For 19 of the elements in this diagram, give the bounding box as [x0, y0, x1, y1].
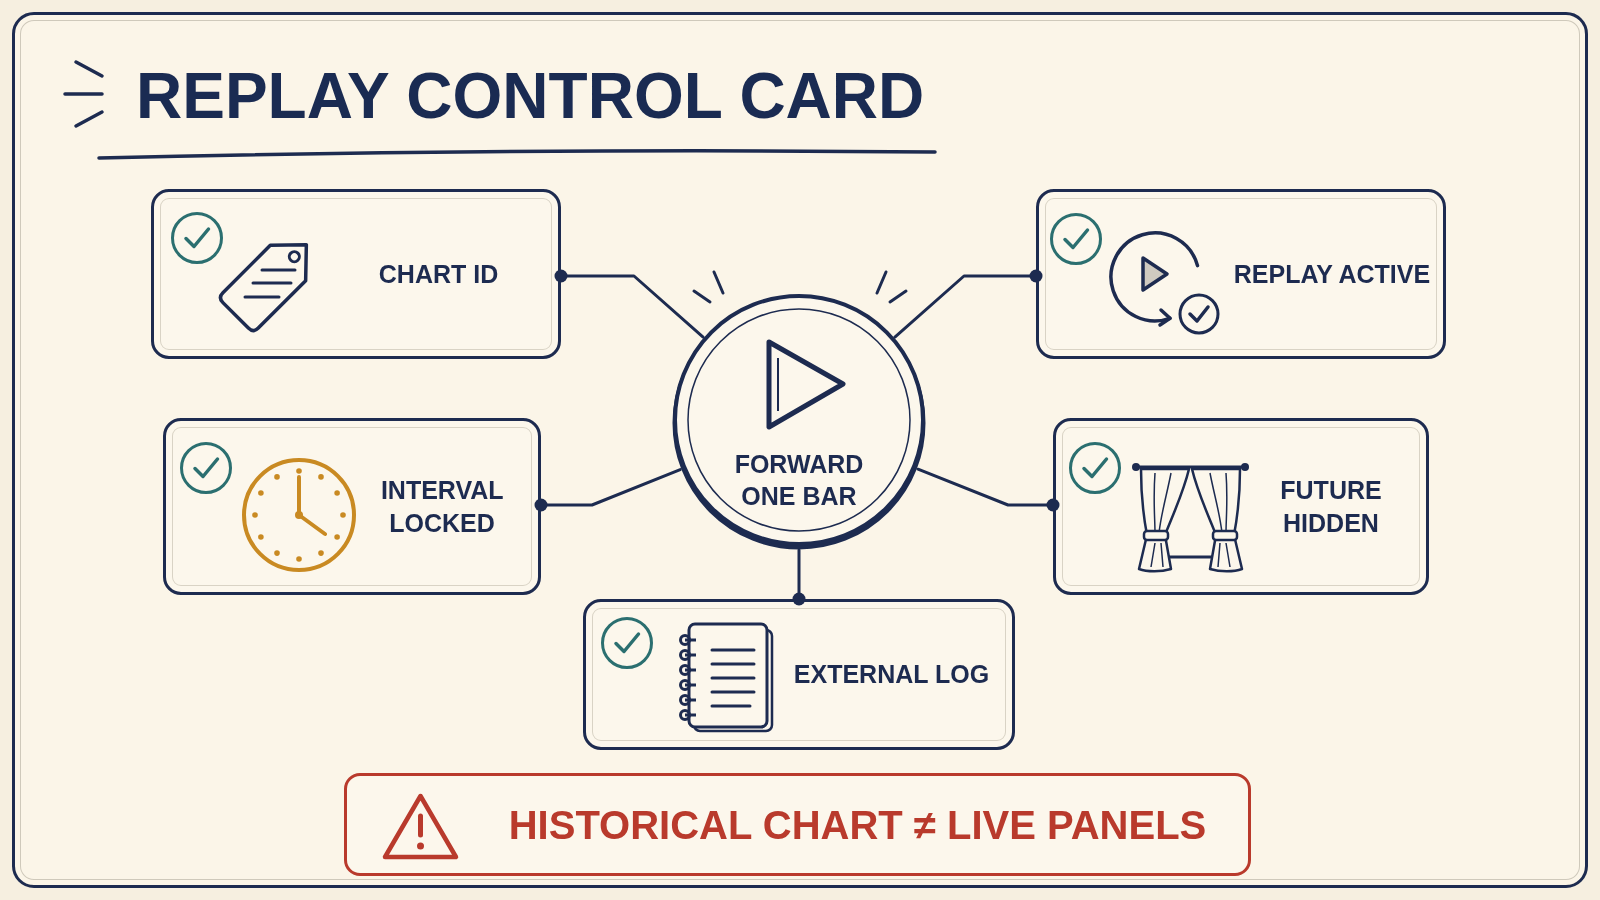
- feature-card: [1036, 189, 1446, 359]
- feature-card: [583, 599, 1015, 750]
- connector-line: [916, 467, 1060, 512]
- feature-card: [1053, 418, 1429, 595]
- connector-line: [893, 269, 1043, 339]
- card-label: INTERVAL LOCKED: [380, 475, 504, 539]
- feature-card: [151, 189, 561, 359]
- feature-card: [163, 418, 541, 595]
- card-label: FORWARD ONE BAR: [733, 448, 865, 512]
- card-label: HISTORICAL CHART ≠ LIVE PANELS: [508, 801, 1207, 849]
- connector-line: [792, 548, 806, 606]
- card-label: REPLAY ACTIVE: [1233, 258, 1431, 290]
- warning-banner: [344, 773, 1251, 876]
- title: REPLAY CONTROL CARD: [136, 64, 925, 128]
- card-label: EXTERNAL LOG: [793, 659, 990, 691]
- card-label: CHART ID: [378, 258, 499, 290]
- card-label: FUTURE HIDDEN: [1280, 475, 1382, 539]
- connector-line: [554, 269, 705, 339]
- connector-line: [534, 468, 682, 512]
